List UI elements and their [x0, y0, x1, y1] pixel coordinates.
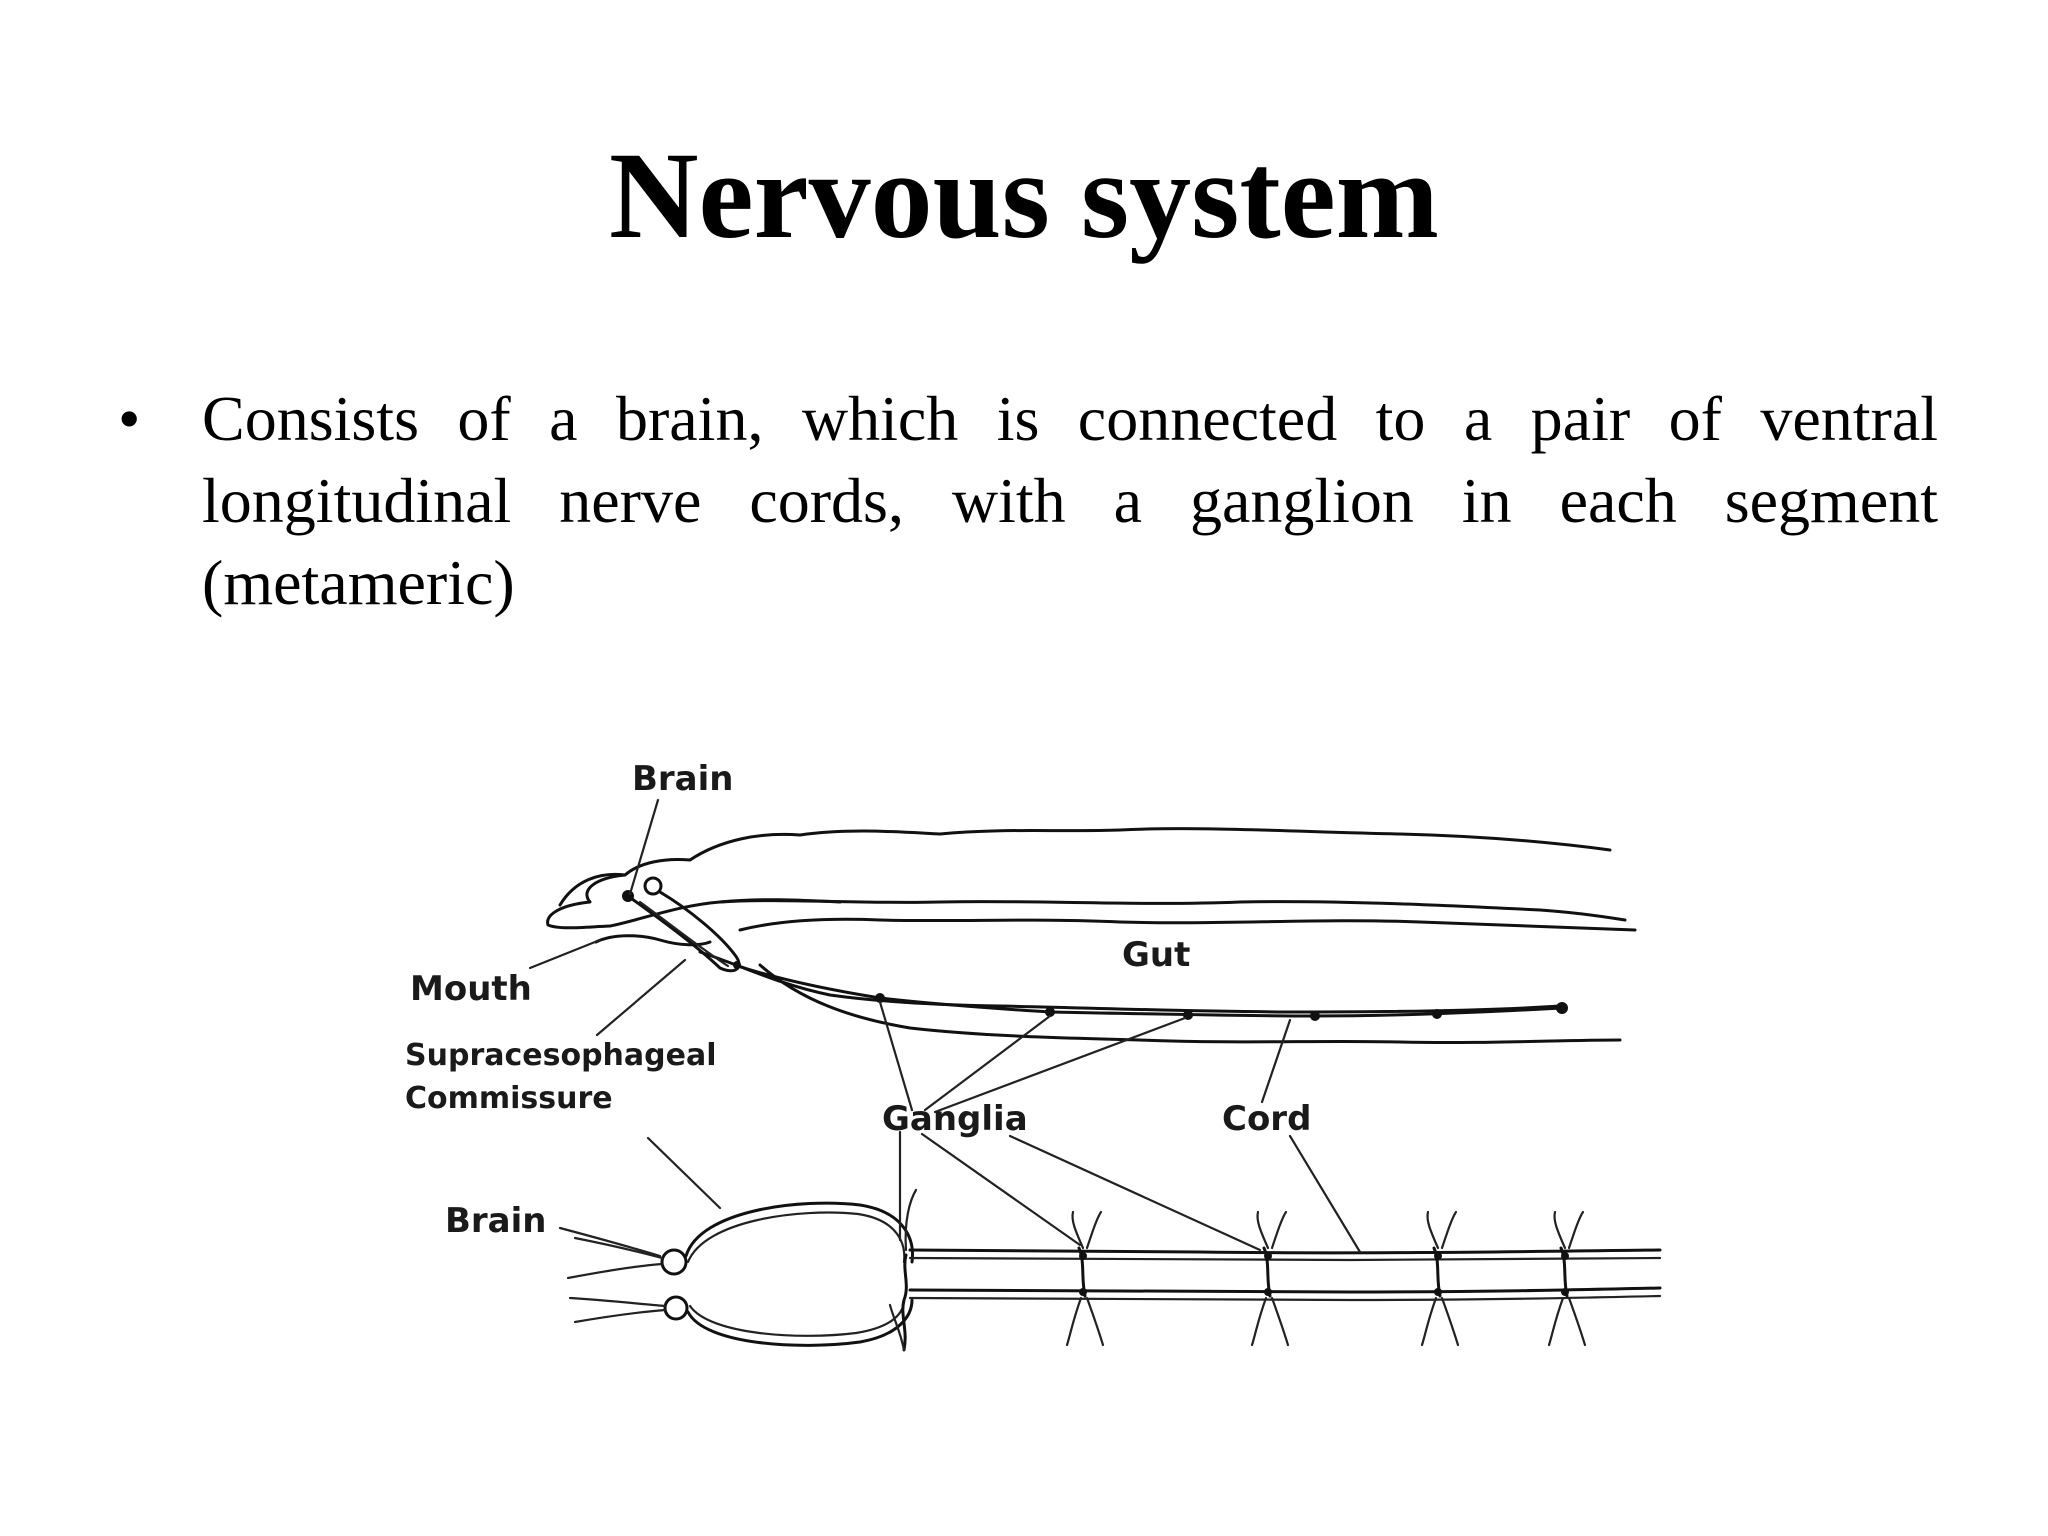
commissure-ring	[684, 1201, 914, 1264]
commissure-loop-inner	[638, 900, 730, 968]
label-cord: Cord	[1222, 1099, 1311, 1139]
ganglion-dot	[1310, 1011, 1320, 1021]
segmental-ganglion	[1420, 1210, 1460, 1347]
brain-dot	[622, 890, 634, 902]
nerve-ladder-view	[566, 1188, 1662, 1352]
label-commissure-line1: Supracesophageal	[405, 1038, 717, 1073]
label-gut: Gut	[1122, 935, 1190, 975]
ganglion-dot	[733, 961, 741, 969]
dorsal-body-outline	[558, 827, 1612, 907]
worm-lateral-view	[546, 827, 1637, 1045]
commissure-loop	[626, 890, 741, 973]
commissure-leader-line	[595, 958, 687, 1037]
label-brain-top: Brain	[632, 759, 734, 799]
cerebral-nerve	[568, 1296, 667, 1308]
gut-lower-wall	[698, 950, 1562, 1014]
leader-lines-upper	[528, 798, 1292, 1114]
leader-lines-lower	[558, 1130, 1362, 1258]
cerebral-nerve	[573, 1308, 667, 1324]
cord-leader-line	[1260, 1018, 1292, 1104]
ventral-body-outline	[758, 963, 1622, 1045]
segmental-ganglion	[1065, 1210, 1105, 1347]
cord-leader-line	[1288, 1134, 1362, 1254]
ganglion-dot	[875, 993, 885, 1003]
bullet-item: • Consists of a brain, which is connecte…	[118, 378, 1938, 624]
cerebral-nerve	[566, 1262, 664, 1280]
bullet-list: • Consists of a brain, which is connecte…	[118, 378, 1938, 624]
commissure-ring-inner	[686, 1211, 906, 1264]
ganglion-dot	[1045, 1007, 1055, 1017]
label-ganglia: Ganglia	[882, 1099, 1028, 1139]
commissure-leader-line	[646, 1136, 722, 1210]
ganglion-dot	[1432, 1009, 1442, 1019]
subpharyngeal-ganglion	[901, 1253, 908, 1352]
ganglia-leader-line	[1008, 1134, 1262, 1252]
mouth-leader-line	[528, 938, 602, 970]
label-brain-bottom: Brain	[445, 1201, 547, 1241]
segmental-ganglion	[1547, 1210, 1587, 1347]
bullet-marker: •	[118, 383, 141, 454]
segmental-ganglion	[1250, 1210, 1290, 1347]
ganglia-leader-line	[878, 1000, 914, 1112]
commissure-ring-inner	[688, 1298, 906, 1337]
label-mouth: Mouth	[410, 969, 532, 1009]
ganglia-leader-line	[920, 1132, 1082, 1247]
upper-body-line	[718, 899, 1627, 922]
nerve-cord-right-inner	[908, 1294, 1662, 1302]
segmental-nerve	[904, 1188, 918, 1252]
bullet-text: Consists of a brain, which is connected …	[202, 383, 1938, 618]
brain-ring	[643, 876, 663, 896]
nerve-cord-left	[908, 1248, 1662, 1255]
brain-leader-line	[558, 1226, 662, 1258]
ventral-nerve-cord	[733, 963, 1564, 1018]
brain-lobe-lower	[663, 1295, 689, 1321]
commissure-ring	[686, 1298, 914, 1347]
slide-title: Nervous system	[609, 127, 1439, 264]
ganglia-leader-line	[923, 1014, 1052, 1112]
brain-leader-line	[628, 798, 660, 896]
nerve-cord-left-inner	[908, 1256, 1662, 1262]
brain-lobe-upper	[660, 1248, 688, 1276]
nerve-cord-right	[908, 1286, 1662, 1294]
ganglion-dot	[1556, 1002, 1568, 1014]
segmental-nerve	[888, 1303, 906, 1352]
ganglia-leader-line	[933, 1016, 1187, 1114]
cerebral-nerve	[573, 1236, 664, 1260]
label-commissure-line2: Commissure	[405, 1081, 613, 1116]
gut-upper-wall	[738, 917, 1637, 932]
